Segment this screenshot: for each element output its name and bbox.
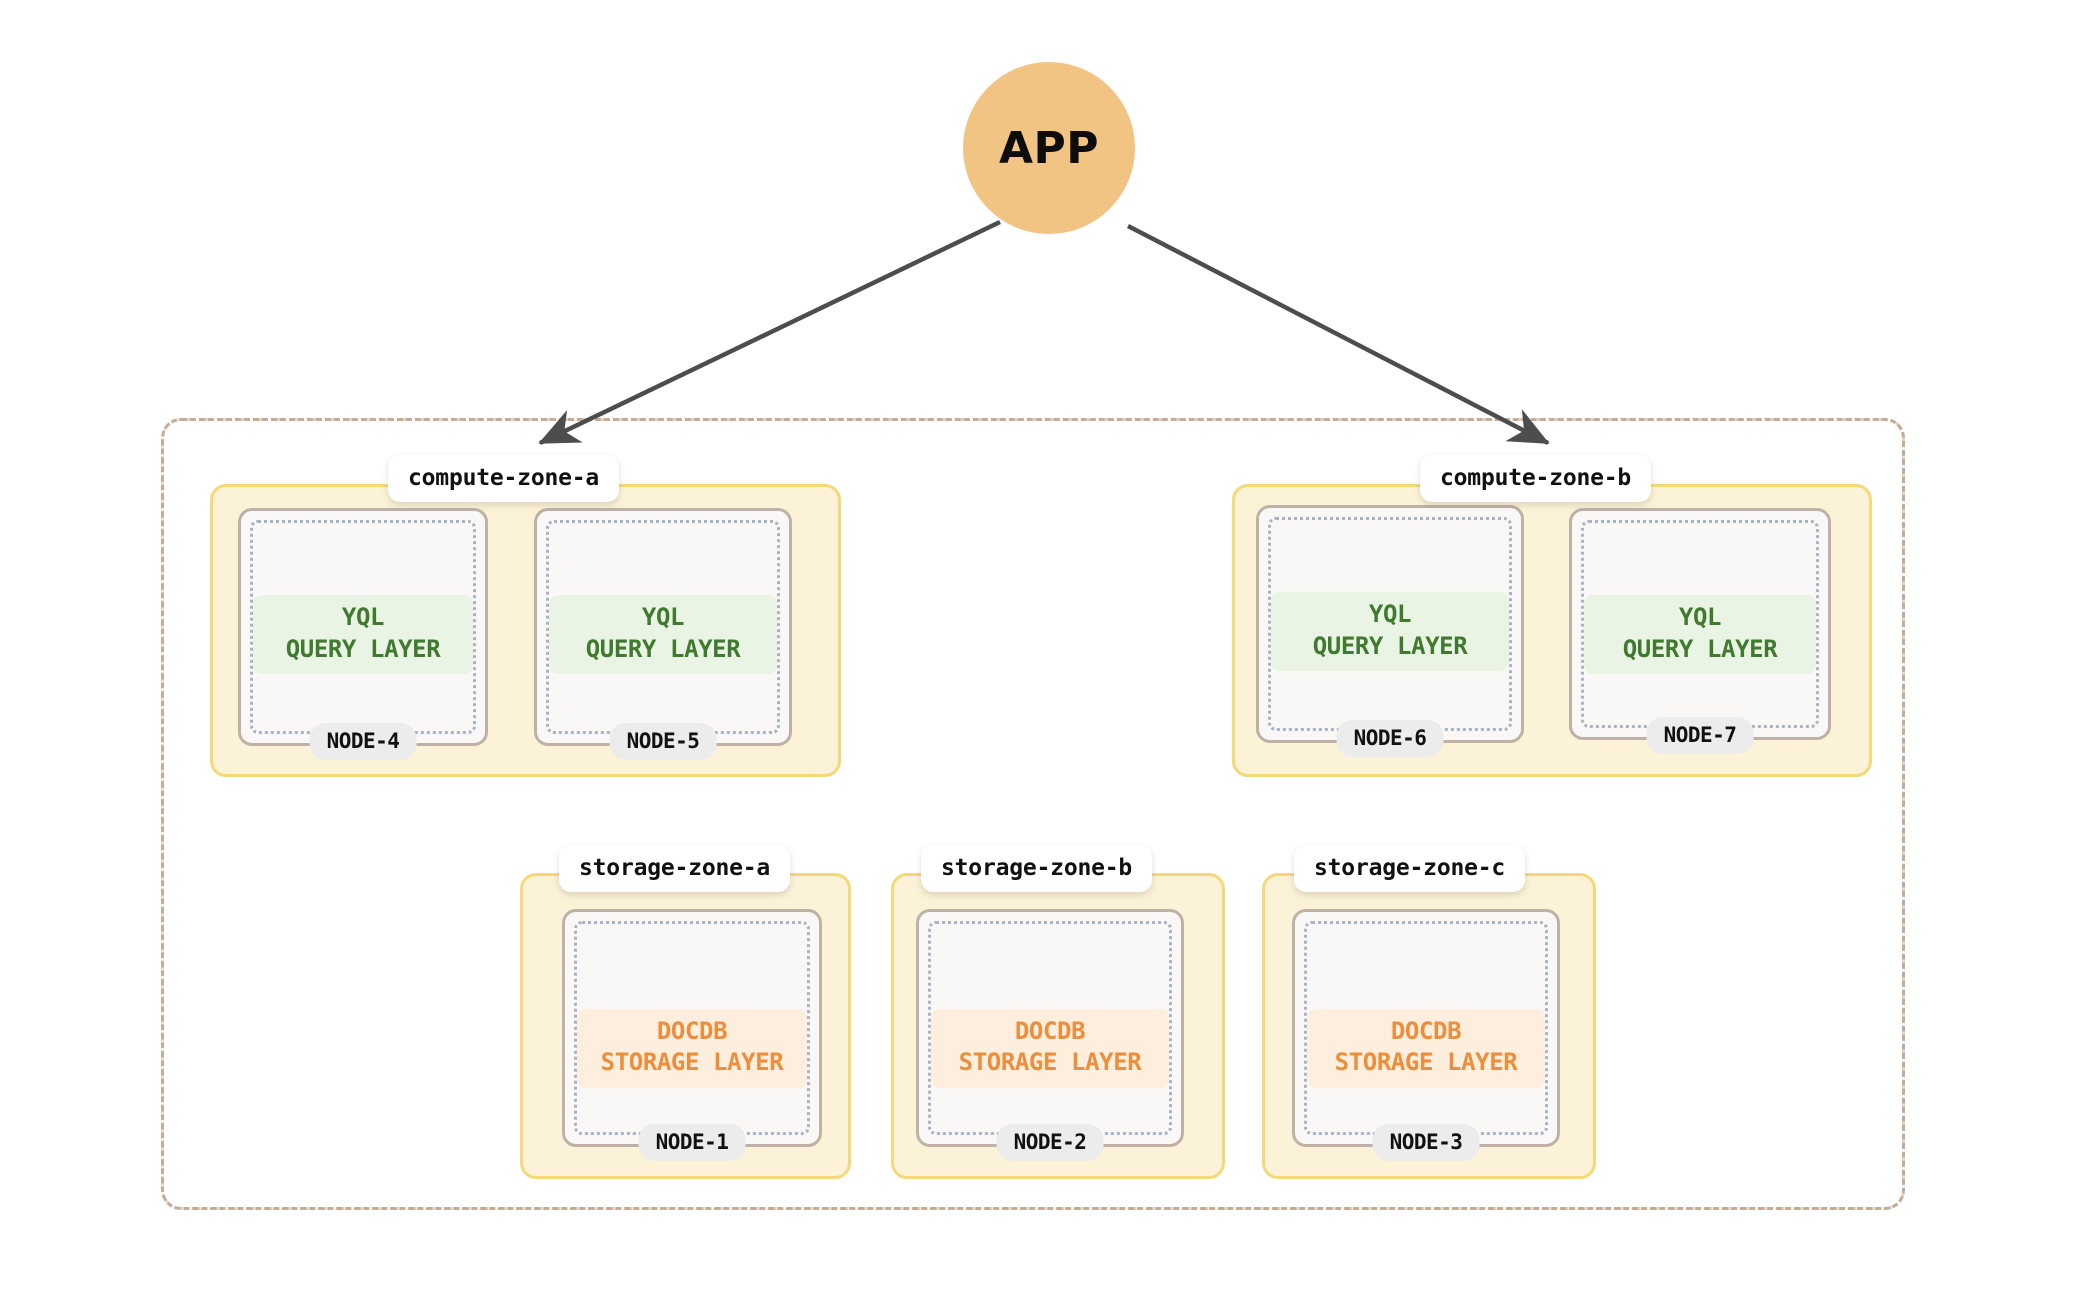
node-NODE-5[interactable]: YQL QUERY LAYER NODE-5 <box>534 508 792 760</box>
zone-label-compute-zone-a: compute-zone-a <box>388 455 620 502</box>
docdb-line-1: DOCDB <box>656 1016 728 1045</box>
node-NODE-7[interactable]: YQL QUERY LAYER NODE-7 <box>1569 508 1831 754</box>
layer-badge-yql: YQL QUERY LAYER <box>253 595 473 675</box>
node-NODE-1[interactable]: DOCDB STORAGE LAYER NODE-1 <box>562 909 822 1161</box>
yql-line-1: YQL <box>1368 600 1412 628</box>
zone-label-compute-zone-b: compute-zone-b <box>1420 455 1652 502</box>
docdb-line-2: STORAGE LAYER <box>600 1048 784 1077</box>
layer-badge-docdb: DOCDB STORAGE LAYER <box>931 1008 1169 1088</box>
layer-badge-yql: YQL QUERY LAYER <box>549 595 777 675</box>
node-label-NODE-4: NODE-4 <box>309 723 417 760</box>
arrow-app-to-compute-zone-b <box>1126 224 1550 445</box>
app-node-label: APP <box>998 122 1100 174</box>
yql-line-2: QUERY LAYER <box>1622 634 1778 663</box>
node-label-NODE-2: NODE-2 <box>996 1124 1104 1161</box>
zone-label-storage-zone-b: storage-zone-b <box>921 845 1153 892</box>
docdb-line-1: DOCDB <box>1390 1016 1462 1045</box>
docdb-line-1: DOCDB <box>1014 1016 1086 1045</box>
yql-line-2: QUERY LAYER <box>585 634 741 663</box>
cluster-boundary <box>161 418 1905 1210</box>
yql-line-1: YQL <box>641 603 685 631</box>
docdb-line-2: STORAGE LAYER <box>958 1048 1142 1077</box>
layer-badge-yql: YQL QUERY LAYER <box>1584 595 1816 675</box>
node-label-NODE-6: NODE-6 <box>1336 720 1444 757</box>
app-node[interactable]: APP <box>963 62 1135 234</box>
node-NODE-4[interactable]: YQL QUERY LAYER NODE-4 <box>238 508 488 760</box>
layer-badge-docdb: DOCDB STORAGE LAYER <box>577 1008 807 1088</box>
yql-line-1: YQL <box>341 603 385 631</box>
yql-line-2: QUERY LAYER <box>1312 631 1468 660</box>
node-label-NODE-7: NODE-7 <box>1646 717 1754 754</box>
node-NODE-3[interactable]: DOCDB STORAGE LAYER NODE-3 <box>1292 909 1560 1161</box>
arrow-app-to-compute-zone-a <box>538 219 1001 446</box>
node-label-NODE-5: NODE-5 <box>609 723 717 760</box>
layer-badge-yql: YQL QUERY LAYER <box>1271 592 1509 672</box>
docdb-line-2: STORAGE LAYER <box>1334 1048 1518 1077</box>
node-label-NODE-1: NODE-1 <box>638 1124 746 1161</box>
node-NODE-2[interactable]: DOCDB STORAGE LAYER NODE-2 <box>916 909 1184 1161</box>
yql-line-1: YQL <box>1678 603 1722 631</box>
zone-label-storage-zone-c: storage-zone-c <box>1294 845 1526 892</box>
yql-line-2: QUERY LAYER <box>285 634 441 663</box>
zone-label-storage-zone-a: storage-zone-a <box>559 845 791 892</box>
node-NODE-6[interactable]: YQL QUERY LAYER NODE-6 <box>1256 505 1524 757</box>
node-label-NODE-3: NODE-3 <box>1372 1124 1480 1161</box>
layer-badge-docdb: DOCDB STORAGE LAYER <box>1307 1008 1545 1088</box>
